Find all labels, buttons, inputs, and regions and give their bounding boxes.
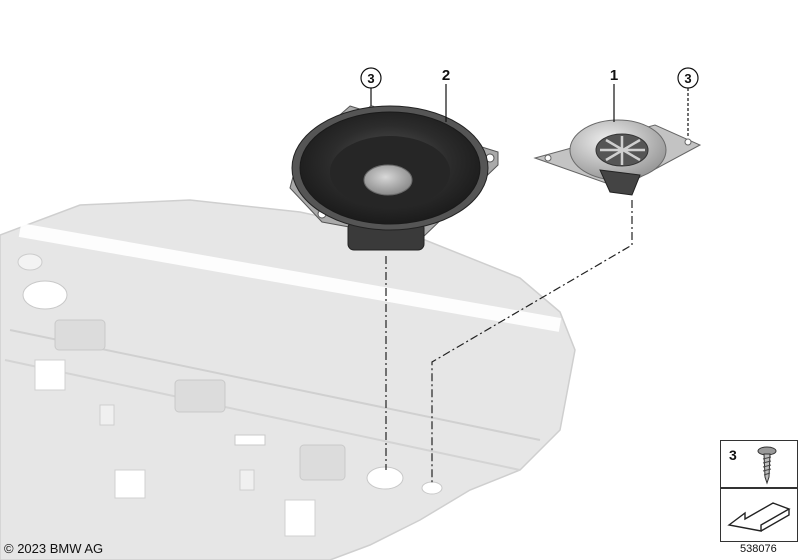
callout-tweeter: 1: [610, 67, 618, 122]
drawing-number: 538076: [740, 543, 777, 555]
direction-arrow-icon: [727, 502, 791, 532]
copyright-text: © 2023 BMW AG: [4, 541, 104, 556]
legend-quantity: 3: [729, 447, 737, 463]
legend-arrow-box: [720, 488, 798, 542]
legend-screw-box: 3: [720, 440, 798, 488]
self-tapping-screw-icon: [757, 446, 777, 485]
callout-screw-left: 3: [360, 67, 382, 106]
svg-text:2: 2: [442, 67, 450, 84]
tweeter: [533, 119, 702, 196]
svg-text:3: 3: [367, 71, 374, 86]
assembly-lines: [385, 200, 633, 485]
midrange-speaker: [289, 105, 499, 251]
svg-text:1: 1: [610, 67, 618, 84]
callout-screw-right: 3: [677, 67, 699, 138]
rear-parcel-shelf: [0, 199, 576, 560]
callout-midrange-speaker: 2: [442, 67, 450, 122]
svg-text:3: 3: [684, 71, 691, 86]
